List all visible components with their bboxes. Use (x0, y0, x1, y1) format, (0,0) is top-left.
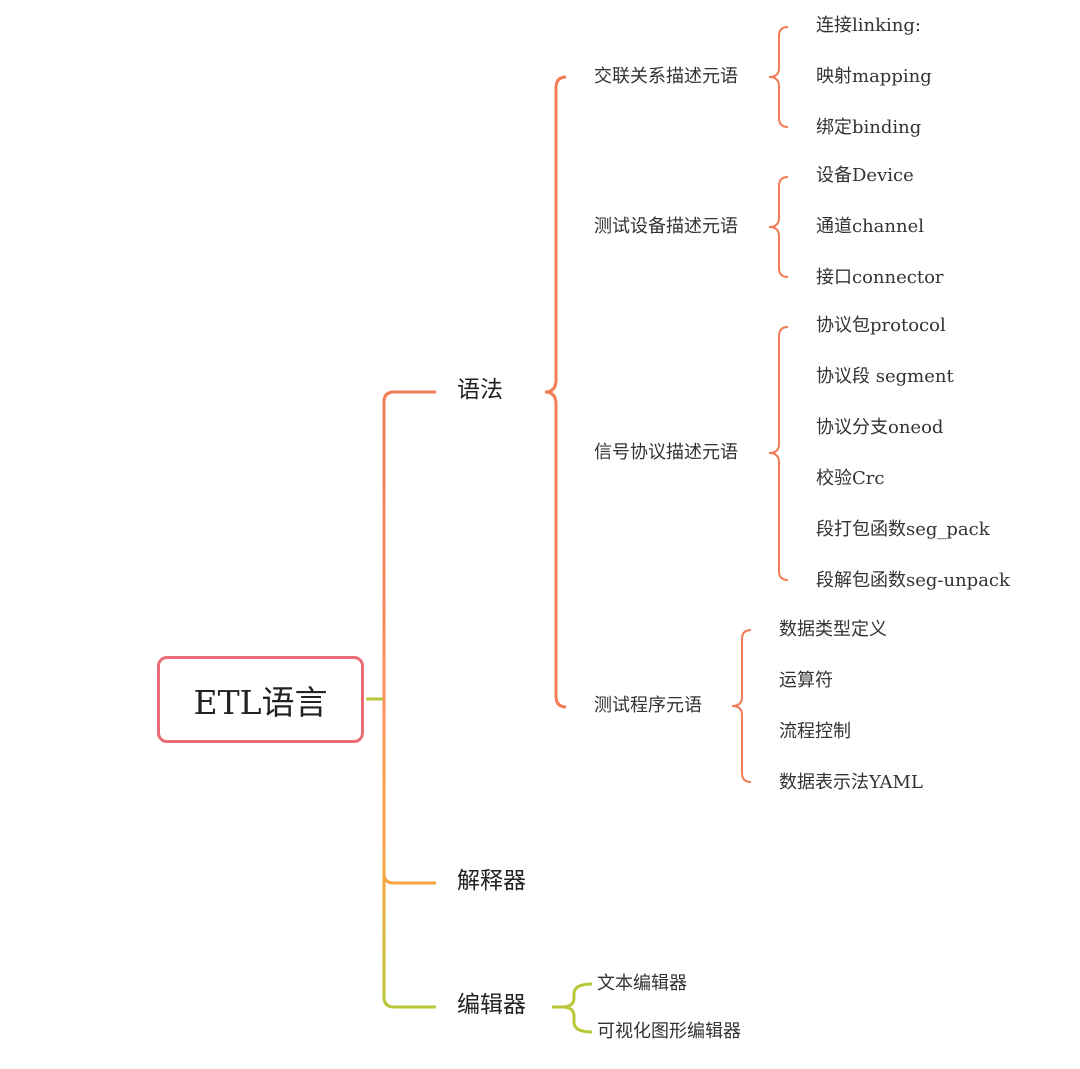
subtopic-linkage[interactable]: 交联关系描述元语 (594, 66, 738, 87)
branch-editor[interactable]: 编辑器 (457, 992, 526, 1018)
leaf-node[interactable]: 段打包函数seg_pack (816, 519, 990, 540)
subtopic-device[interactable]: 测试设备描述元语 (594, 216, 738, 237)
brace-editor (561, 982, 593, 1034)
leaf-node[interactable]: 协议包protocol (816, 315, 946, 336)
leaf-node[interactable]: 映射mapping (816, 66, 932, 87)
subtopic-program[interactable]: 测试程序元语 (594, 695, 702, 716)
leaf-node[interactable]: 流程控制 (779, 721, 851, 742)
leaf-node[interactable]: 绑定binding (816, 117, 922, 138)
branch-grammar[interactable]: 语法 (457, 377, 503, 403)
branch-interpreter[interactable]: 解释器 (457, 868, 526, 894)
leaf-node[interactable]: 数据类型定义 (779, 619, 887, 640)
connector-interpreter (382, 873, 436, 885)
leaf-node[interactable]: 通道channel (816, 216, 924, 237)
leaf-node[interactable]: 校验Crc (816, 468, 885, 489)
leaf-node[interactable]: 协议分支oneod (816, 417, 944, 438)
grammar-brace (544, 75, 567, 709)
connector-editor (382, 996, 436, 1009)
leaf-node[interactable]: 段解包函数seg-unpack (816, 570, 1010, 591)
root-node[interactable]: ETL语言 (157, 656, 364, 743)
brace-device (768, 176, 789, 278)
leaf-node[interactable]: 接口connector (816, 267, 944, 288)
root-label: ETL语言 (193, 682, 328, 722)
leaf-node[interactable]: 设备Device (816, 165, 914, 186)
brace-linkage (768, 26, 789, 128)
leaf-node[interactable]: 数据表示法YAML (779, 772, 923, 793)
brace-protocol (768, 326, 789, 581)
leaf-node[interactable]: 协议段 segment (816, 366, 954, 387)
leaf-node[interactable]: 可视化图形编辑器 (597, 1021, 741, 1042)
brace-program (731, 629, 752, 783)
connector-grammar (382, 390, 436, 403)
subtopic-protocol[interactable]: 信号协议描述元语 (594, 442, 738, 463)
leaf-node[interactable]: 连接linking: (816, 15, 921, 36)
leaf-node[interactable]: 文本编辑器 (597, 973, 687, 994)
leaf-node[interactable]: 运算符 (779, 670, 833, 691)
